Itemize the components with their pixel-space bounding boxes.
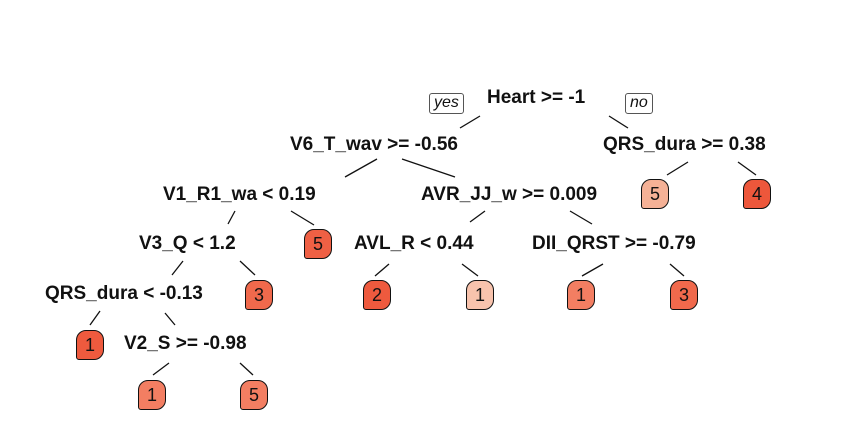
split-v2-s: V2_S >= -0.98: [124, 333, 247, 354]
no-label: no: [625, 93, 653, 114]
edge-dii-right: [669, 263, 685, 277]
split-root: Heart >= -1: [487, 87, 586, 108]
leaf-node: 1: [466, 280, 494, 310]
edge-root-right: [608, 115, 629, 129]
split-qrs-dura-low: QRS_dura < -0.13: [45, 283, 203, 304]
edge-dii-left: [581, 263, 604, 277]
edge-qrs-right: [737, 161, 757, 176]
leaf-node: 5: [641, 179, 669, 209]
leaf-node: 3: [670, 280, 698, 310]
yes-label: yes: [429, 93, 464, 114]
split-v3-q: V3_Q < 1.2: [139, 233, 236, 254]
split-avr-jj-w: AVR_JJ_w >= 0.009: [421, 184, 598, 205]
leaf-node: 1: [138, 380, 166, 410]
edge-avl-left: [374, 263, 390, 277]
split-v6-t-wav: V6_T_wav >= -0.56: [290, 134, 458, 155]
edge-qrslow-left: [89, 310, 101, 326]
split-qrs-dura-top: QRS_dura >= 0.38: [603, 134, 766, 155]
leaf-node: 1: [76, 330, 104, 360]
edge-v3-right: [239, 260, 256, 276]
split-avl-r: AVL_R < 0.44: [354, 233, 474, 254]
edge-v1-left: [227, 210, 236, 225]
edge-avl-right: [461, 263, 479, 277]
leaf-node: 2: [363, 280, 391, 310]
leaf-node: 3: [245, 280, 273, 310]
edge-root-left: [459, 115, 481, 129]
edge-v6-left: [344, 158, 378, 178]
edge-v3-left: [171, 260, 184, 276]
edge-v2-left: [152, 362, 170, 376]
split-v1-r1-wa: V1_R1_wa < 0.19: [163, 184, 316, 205]
leaf-node: 4: [743, 179, 771, 209]
edge-qrslow-right: [164, 312, 176, 326]
edge-v2-right: [239, 362, 254, 376]
split-dii-qrst: DII_QRST >= -0.79: [532, 233, 696, 254]
leaf-node: 5: [240, 380, 268, 410]
edge-qrs-left: [666, 161, 689, 176]
leaf-node: 1: [567, 280, 595, 310]
edge-avr-left: [469, 210, 486, 223]
edge-avr-right: [569, 210, 593, 225]
edge-v6-right: [401, 158, 456, 178]
edge-v1-right: [290, 210, 315, 226]
leaf-node: 5: [304, 229, 332, 259]
